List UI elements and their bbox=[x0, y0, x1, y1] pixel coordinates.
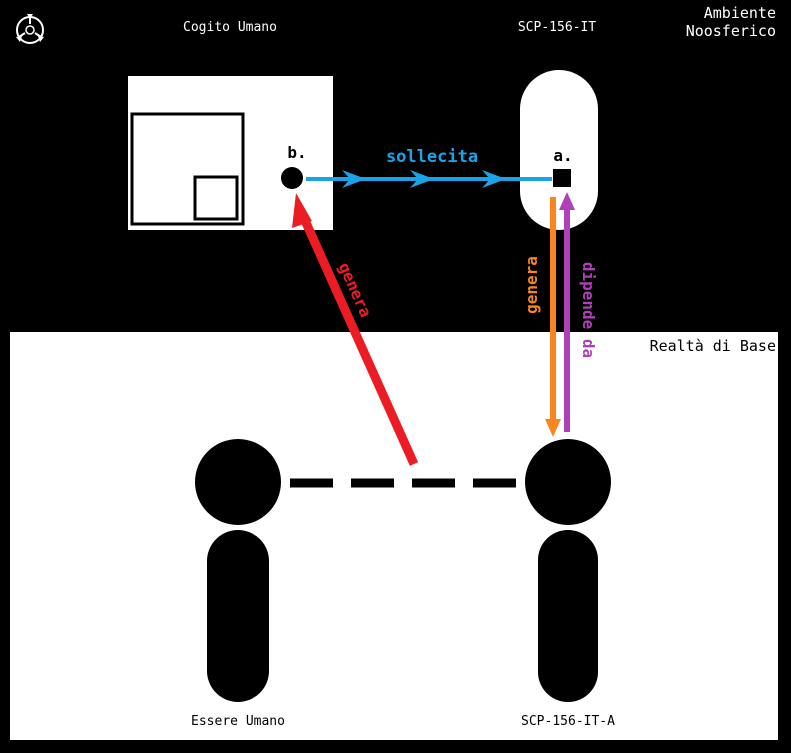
node-b-label: b. bbox=[287, 143, 306, 162]
cogito-inner-square bbox=[193, 175, 239, 221]
ambient-label-line2: Noosferico bbox=[686, 22, 776, 40]
human-label: Essere Umano bbox=[191, 714, 285, 729]
node-a-square bbox=[553, 169, 571, 187]
scp-a-label: SCP-156-IT-A bbox=[521, 714, 615, 729]
solicits-label: sollecita bbox=[386, 147, 478, 167]
generates-orange-arrow bbox=[545, 197, 561, 437]
scp-foundation-logo-icon bbox=[16, 14, 44, 44]
depends-on-arrow bbox=[559, 192, 575, 432]
node-b-dot bbox=[281, 167, 303, 189]
generates-orange-label: genera bbox=[522, 256, 541, 314]
scp-pill bbox=[520, 70, 598, 230]
node-a-label: a. bbox=[553, 146, 572, 165]
cogito-label: Cogito Umano bbox=[183, 20, 277, 35]
scp-a-figure-icon bbox=[525, 439, 611, 702]
human-figure-icon bbox=[195, 439, 281, 702]
base-reality-label: Realtà di Base bbox=[650, 337, 776, 355]
generates-red-arrow bbox=[292, 193, 419, 466]
cogito-outer-square bbox=[130, 112, 245, 226]
depends-on-label: dipende da bbox=[579, 262, 598, 358]
ambient-label-line1: Ambiente bbox=[704, 4, 776, 22]
scp-label: SCP-156-IT bbox=[518, 20, 596, 35]
base-reality-panel bbox=[10, 332, 778, 740]
solicits-arrow bbox=[306, 170, 552, 188]
